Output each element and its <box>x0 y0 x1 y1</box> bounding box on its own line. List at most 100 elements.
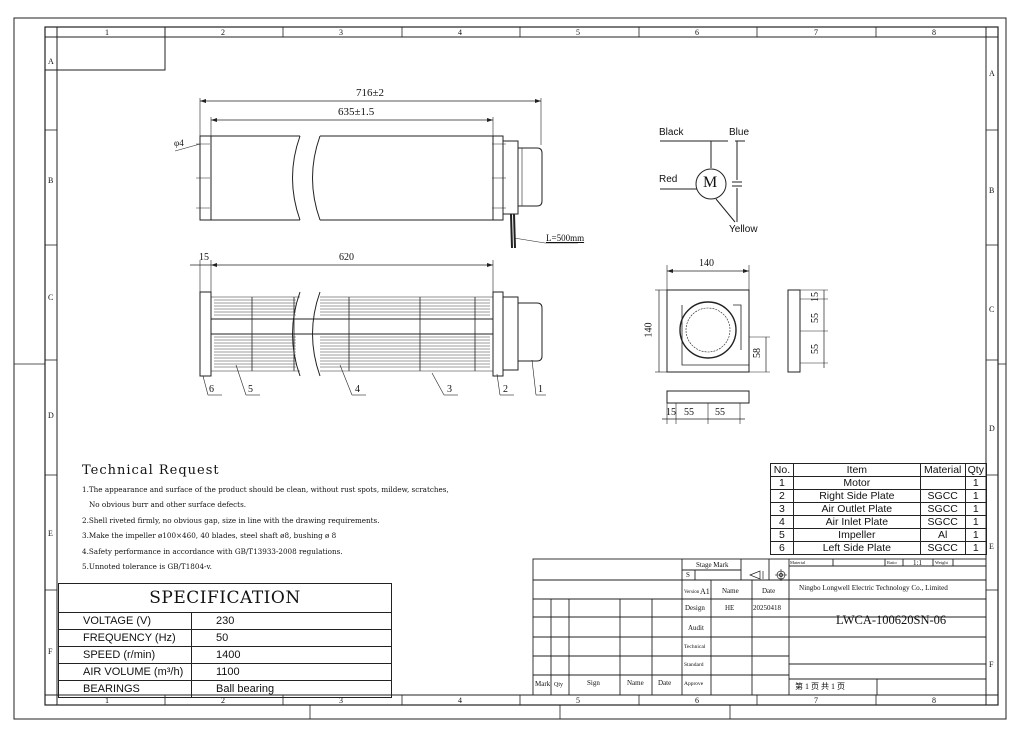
dim-right-1: 15 <box>810 292 821 302</box>
approve-label: Approve <box>684 681 704 687</box>
wire-black-label: Black <box>659 127 684 138</box>
col-label: 6 <box>695 696 699 705</box>
front-view <box>190 260 546 396</box>
motor-symbol <box>695 168 727 200</box>
bom-item: Air Inlet Plate <box>792 515 921 529</box>
col-label: 1 <box>105 28 109 37</box>
dim-right-3: 55 <box>810 344 821 354</box>
dim-hole: φ4 <box>174 138 184 148</box>
row-label: C <box>48 293 54 302</box>
spec-label: BEARINGS <box>58 680 192 698</box>
impeller-blades <box>214 299 490 368</box>
bom-item: Motor <box>792 476 921 490</box>
dim-bottom-3: 55 <box>715 407 725 418</box>
col-label: 1 <box>105 696 109 705</box>
bom-header: No. <box>770 463 794 477</box>
bom-material: SGCC <box>919 502 966 516</box>
bom-material: Al <box>919 528 966 542</box>
rev-header-mark: Mark <box>535 680 551 688</box>
col-label: 6 <box>695 28 699 37</box>
material-label: Material <box>790 560 806 565</box>
tech-item: 1.The appearance and surface of the prod… <box>82 484 449 494</box>
table-row: 6 Left Side Plate SGCC 1 <box>770 541 988 555</box>
spec-value: 1400 <box>191 646 392 664</box>
col-label: 5 <box>576 696 580 705</box>
design-label: Design <box>685 604 705 612</box>
spec-label: VOLTAGE (V) <box>58 612 192 630</box>
rev-header-qty: Qty <box>554 682 563 688</box>
dim-outlet: 58 <box>752 348 763 358</box>
bom-item: Air Outlet Plate <box>792 502 921 516</box>
bom-no: 3 <box>770 502 794 516</box>
bom-item: Left Side Plate <box>792 541 921 555</box>
table-row: BEARINGS Ball bearing <box>58 680 392 698</box>
dim-side-plate: 15 <box>199 252 209 263</box>
audit-label: Audit <box>688 624 704 632</box>
corner-box <box>44 26 166 71</box>
bom-qty: 1 <box>964 489 988 503</box>
spec-value: 50 <box>191 629 392 647</box>
row-label: C <box>989 305 995 314</box>
cable-length-label: L=500mm <box>546 233 585 243</box>
spec-value: 1100 <box>191 663 392 681</box>
version-label: Version <box>684 590 700 595</box>
row-label: D <box>48 411 54 420</box>
bom-header-row: No. Item Material Qty <box>770 463 988 477</box>
col-label: 3 <box>339 28 343 37</box>
col-label: 2 <box>221 696 225 705</box>
company-name: Ningbo Longwell Electric Technology Co.,… <box>799 584 948 592</box>
spec-label: AIR VOLUME (m³/h) <box>58 663 192 681</box>
stage-s: S <box>686 571 690 579</box>
name-header: Name <box>722 587 739 595</box>
sheet-number: 第 1 页 共 1 页 <box>795 682 845 691</box>
col-label: 8 <box>932 696 936 705</box>
wire-red-label: Red <box>659 174 678 185</box>
bill-of-materials: No. Item Material Qty 1 Motor 1 2 Right … <box>770 463 988 555</box>
tech-item: 3.Make the impeller ø100×460, 40 blades,… <box>82 531 337 540</box>
bom-item: Impeller <box>792 528 921 542</box>
bom-no: 2 <box>770 489 794 503</box>
designer-name: HE <box>725 604 735 612</box>
bom-header: Item <box>792 463 921 477</box>
inner-border <box>44 26 999 706</box>
spec-value: 230 <box>191 612 392 630</box>
side-view <box>655 265 828 424</box>
spec-label: FREQUENCY (Hz) <box>58 629 192 647</box>
col-label: 7 <box>814 696 818 705</box>
callout-6: 6 <box>209 384 214 395</box>
table-row: 3 Air Outlet Plate SGCC 1 <box>770 502 988 516</box>
version-value: A1 <box>700 587 710 596</box>
rev-header-date: Date <box>658 679 672 687</box>
ratio-value: 1:1 <box>913 559 922 567</box>
col-label: 3 <box>339 696 343 705</box>
table-row: 1 Motor 1 <box>770 476 988 490</box>
dim-overall-length: 716±2 <box>356 87 385 99</box>
stage-mark-label: Stage Mark <box>696 561 729 569</box>
col-label: 8 <box>932 28 936 37</box>
row-label: B <box>989 186 995 195</box>
dim-body-length: 635±1.5 <box>338 106 375 118</box>
motor-label: M <box>703 174 718 191</box>
callout-5: 5 <box>248 384 253 395</box>
grid-ticks <box>14 27 1006 719</box>
dim-width: 140 <box>699 258 714 269</box>
drawing-number: LWCA-100620SN-06 <box>836 613 947 627</box>
table-row: FREQUENCY (Hz) 50 <box>58 629 392 647</box>
technical-label: Technical <box>684 644 706 650</box>
wire-blue-label: Blue <box>729 127 750 138</box>
title-block <box>532 558 987 696</box>
dim-height: 140 <box>643 322 655 338</box>
top-view <box>174 98 578 249</box>
row-label: E <box>989 542 994 551</box>
dim-impeller-length: 620 <box>339 252 354 263</box>
callout-2: 2 <box>503 384 508 395</box>
col-label: 7 <box>814 28 818 37</box>
weight-label: Weight <box>935 560 948 565</box>
ratio-label: Ratio <box>887 560 897 565</box>
row-label: B <box>48 176 54 185</box>
col-label: 2 <box>221 28 225 37</box>
rev-header-name: Name <box>627 679 644 687</box>
tech-item: 4.Safety performance in accordance with … <box>82 546 343 556</box>
bom-no: 6 <box>770 541 794 555</box>
dim-bottom-1: 15 <box>666 407 676 418</box>
